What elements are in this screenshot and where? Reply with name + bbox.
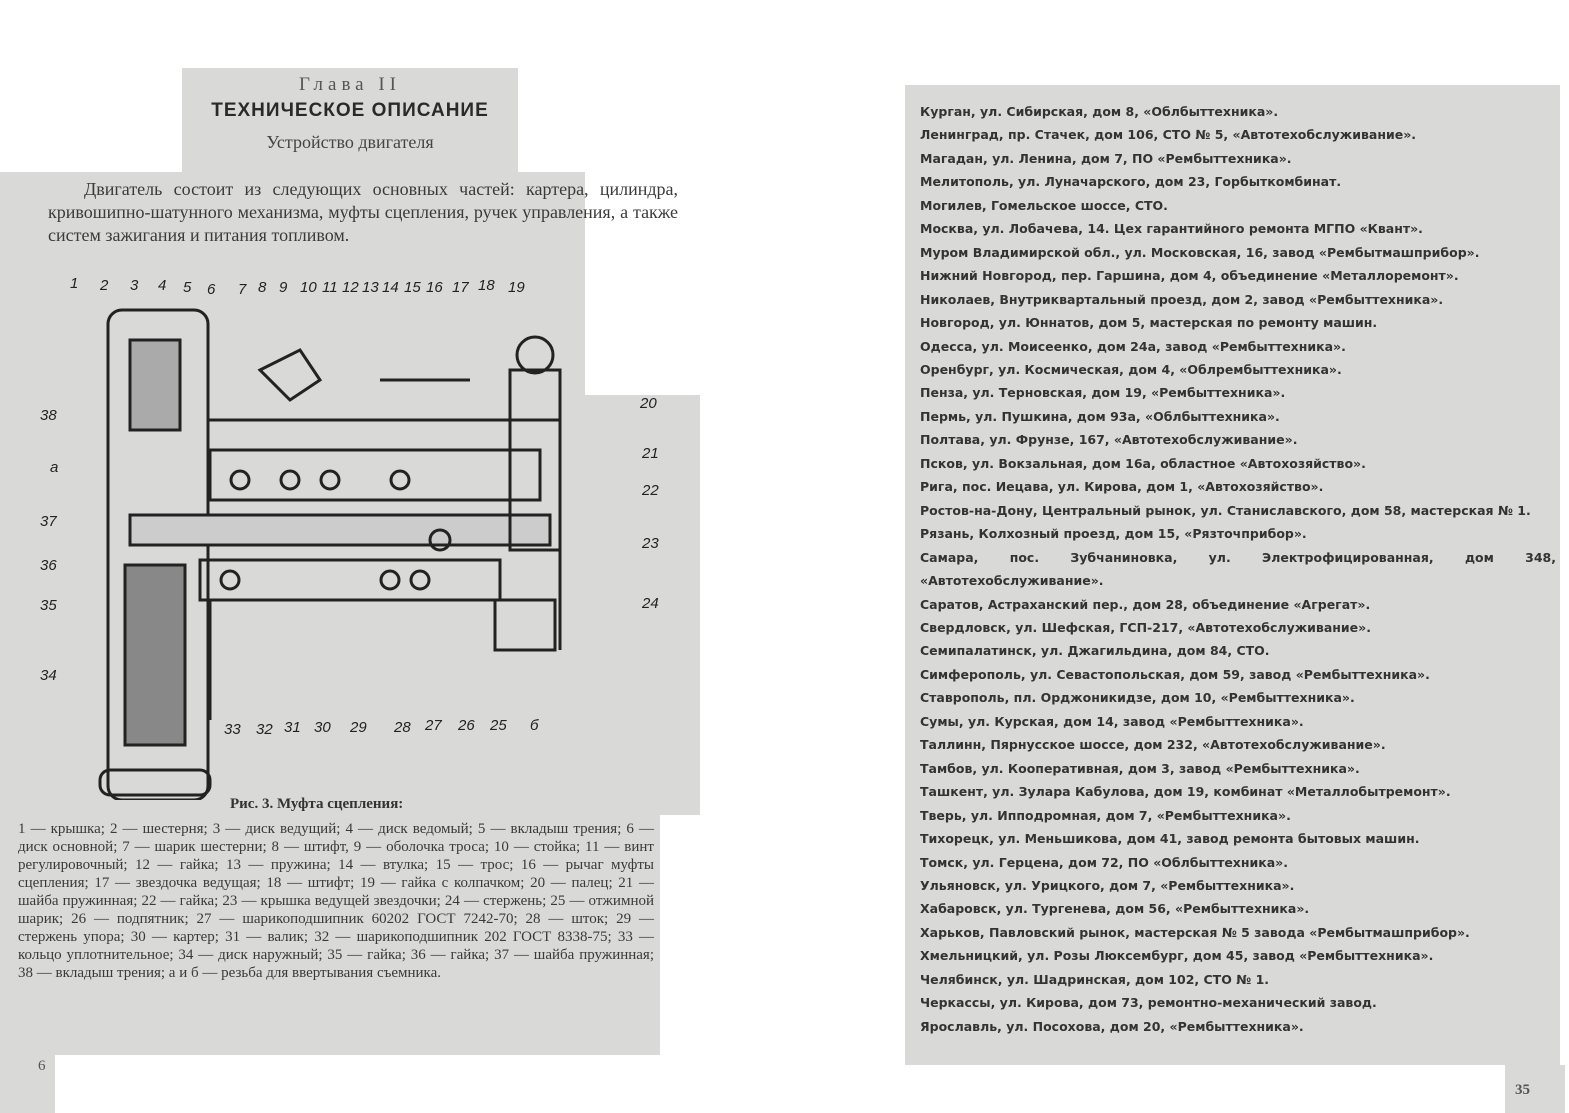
address-item: Ташкент, ул. Зулара Кабулова, дом 19, ко… [920,784,1451,800]
address-item: Пенза, ул. Терновская, дом 19, «Рембытте… [920,385,1286,401]
label-3: 3 [130,277,139,294]
address-item: Симферополь, ул. Севастопольская, дом 59… [920,666,1430,682]
address-item: Тверь, ул. Ипподромная, дом 7, «Рембытте… [920,807,1291,823]
label-6: 6 [207,281,216,298]
figure-background [0,395,700,815]
address-item: Муром Владимирской обл., ул. Московская,… [920,244,1480,260]
address-item: Псков, ул. Вокзальная, дом 16а, областно… [920,455,1366,471]
label-2: 2 [99,277,109,294]
figure-caption: 1 — крышка; 2 — шестерня; 3 — диск ведущ… [18,821,654,981]
label-9: 9 [279,279,288,296]
address-item: Сумы, ул. Курская, дом 14, завод «Рембыт… [920,713,1304,729]
address-item: Пермь, ул. Пушкина, дом 93а, «Облбыттехн… [920,408,1280,424]
address-item: Полтава, ул. Фрунзе, 167, «Автотехобслуж… [920,432,1298,448]
address-item: Новгород, ул. Юннатов, дом 5, мастерская… [920,315,1378,331]
label-26: 26 [457,717,475,734]
address-item: Курган, ул. Сибирская, дом 8, «Облбыттех… [920,104,1279,119]
label-36: 36 [40,557,57,574]
right-footer-background [1505,1065,1565,1113]
address-item: Николаев, Внутриквартальный проезд, дом … [920,291,1444,307]
address-item: Томск, ул. Герцена, дом 72, ПО «Облбытте… [920,854,1289,870]
label-1: 1 [70,275,78,292]
address-item: Ставрополь, пл. Орджоникидзе, дом 10, «Р… [920,690,1355,706]
label-15: 15 [404,279,421,296]
address-item: Рига, пос. Иецава, ул. Кирова, дом 1, «А… [920,479,1324,495]
address-item: Черкассы, ул. Кирова, дом 73, ремонтно-м… [920,995,1377,1011]
label-19: 19 [508,279,525,296]
label-20: 20 [639,395,657,412]
label-33: 33 [224,721,241,738]
label-34: 34 [40,667,57,684]
address-item: Свердловск, ул. Шефская, ГСП-217, «Автот… [920,619,1371,635]
intro-paragraph: Двигатель состоит из следующих основных … [48,179,678,245]
address-item: Ростов-на-Дону, Центральный рынок, ул. С… [920,502,1531,518]
footer-background [0,1055,55,1113]
label-18: 18 [478,277,495,294]
chapter-title: ТЕХНИЧЕСКОЕ ОПИСАНИЕ [211,100,489,121]
label-35: 35 [40,597,57,614]
label-21: 21 [641,445,659,462]
address-item: Мелитополь, ул. Луначарского, дом 23, Го… [920,174,1342,190]
address-item: Одесса, ул. Моисеенко, дом 24а, завод «Р… [920,338,1346,354]
address-item: Могилев, Гомельское шоссе, СТО. [920,197,1168,213]
label-22: 22 [641,482,659,499]
intro-background [0,172,585,397]
chapter-header: Глава II ТЕХНИЧЕСКОЕ ОПИСАНИЕ Устройство… [182,68,518,173]
label-13: 13 [362,279,379,296]
label-32: 32 [256,721,273,738]
clutch-diagram: 1 2 3 4 5 6 7 8 9 10 11 12 13 14 15 16 1… [40,275,659,800]
address-item: Харьков, Павловский рынок, мастерская № … [920,924,1470,940]
address-item: Москва, ул. Лобачева, 14. Цех гарантийно… [920,221,1423,237]
page-number-left: 6 [38,1058,46,1074]
address-item: Ульяновск, ул. Урицкого, дом 7, «Рембытт… [920,877,1295,893]
diagram-drawing [98,308,562,800]
service-address-list: Курган, ул. Сибирская, дом 8, «Облбыттех… [920,100,1556,1038]
label-31: 31 [284,719,301,736]
address-item: Ярославль, ул. Посохова, дом 20, «Рембыт… [920,1018,1304,1034]
address-item: Магадан, ул. Ленина, дом 7, ПО «Рембытте… [920,150,1292,166]
label-12: 12 [342,279,359,296]
address-item: Таллинн, Пярнусское шоссе, дом 232, «Авт… [920,737,1386,753]
label-4: 4 [158,277,166,294]
label-a: а [50,459,58,476]
label-17: 17 [452,279,469,296]
address-item: Рязань, Колхозный проезд, дом 15, «Рязто… [920,526,1307,542]
address-page-background [905,85,1560,1065]
label-38: 38 [40,407,57,424]
label-5: 5 [183,279,192,296]
caption-background [0,815,660,1055]
label-30: 30 [314,719,331,736]
address-item: Тихорецк, ул. Меньшикова, дом 41, завод … [920,831,1420,847]
address-item: Хабаровск, ул. Тургенева, дом 56, «Рембы… [920,901,1310,917]
address-item: Саратов, Астраханский пер., дом 28, объе… [920,596,1371,612]
chapter-number: Глава II [298,74,402,95]
address-item: Семипалатинск, ул. Джагильдина, дом 84, … [920,643,1270,659]
label-28: 28 [393,719,411,736]
address-item: Челябинск, ул. Шадринская, дом 102, СТО … [920,971,1270,987]
label-37: 37 [40,513,57,530]
address-item: Хмельницкий, ул. Розы Люксембург, дом 45… [920,948,1434,964]
figure-caption-title: Рис. 3. Муфта сцепления: [230,796,404,812]
label-27: 27 [424,717,442,734]
address-item: Самара, пос. Зубчаниновка, ул. Электрофи… [920,549,1556,589]
label-16: 16 [426,279,443,296]
address-item: Оренбург, ул. Космическая, дом 4, «Облре… [920,361,1342,377]
label-b: б [530,717,539,734]
label-8: 8 [258,279,267,296]
label-29: 29 [349,719,367,736]
label-23: 23 [641,535,659,552]
page-number-right: 35 [1515,1082,1530,1098]
address-item: Ленинград, пр. Стачек, дом 106, СТО № 5,… [920,127,1417,143]
label-24: 24 [641,595,659,612]
diagram-labels: 1 2 3 4 5 6 7 8 9 10 11 12 13 14 15 16 1… [40,275,659,738]
address-item: Тамбов, ул. Кооперативная, дом 3, завод … [920,760,1360,776]
section-title: Устройство двигателя [266,132,434,152]
label-14: 14 [382,279,399,296]
label-7: 7 [238,281,247,298]
label-11: 11 [322,279,338,296]
label-10: 10 [300,279,317,296]
label-25: 25 [489,717,507,734]
address-item: Нижний Новгород, пер. Гаршина, дом 4, об… [920,268,1459,284]
